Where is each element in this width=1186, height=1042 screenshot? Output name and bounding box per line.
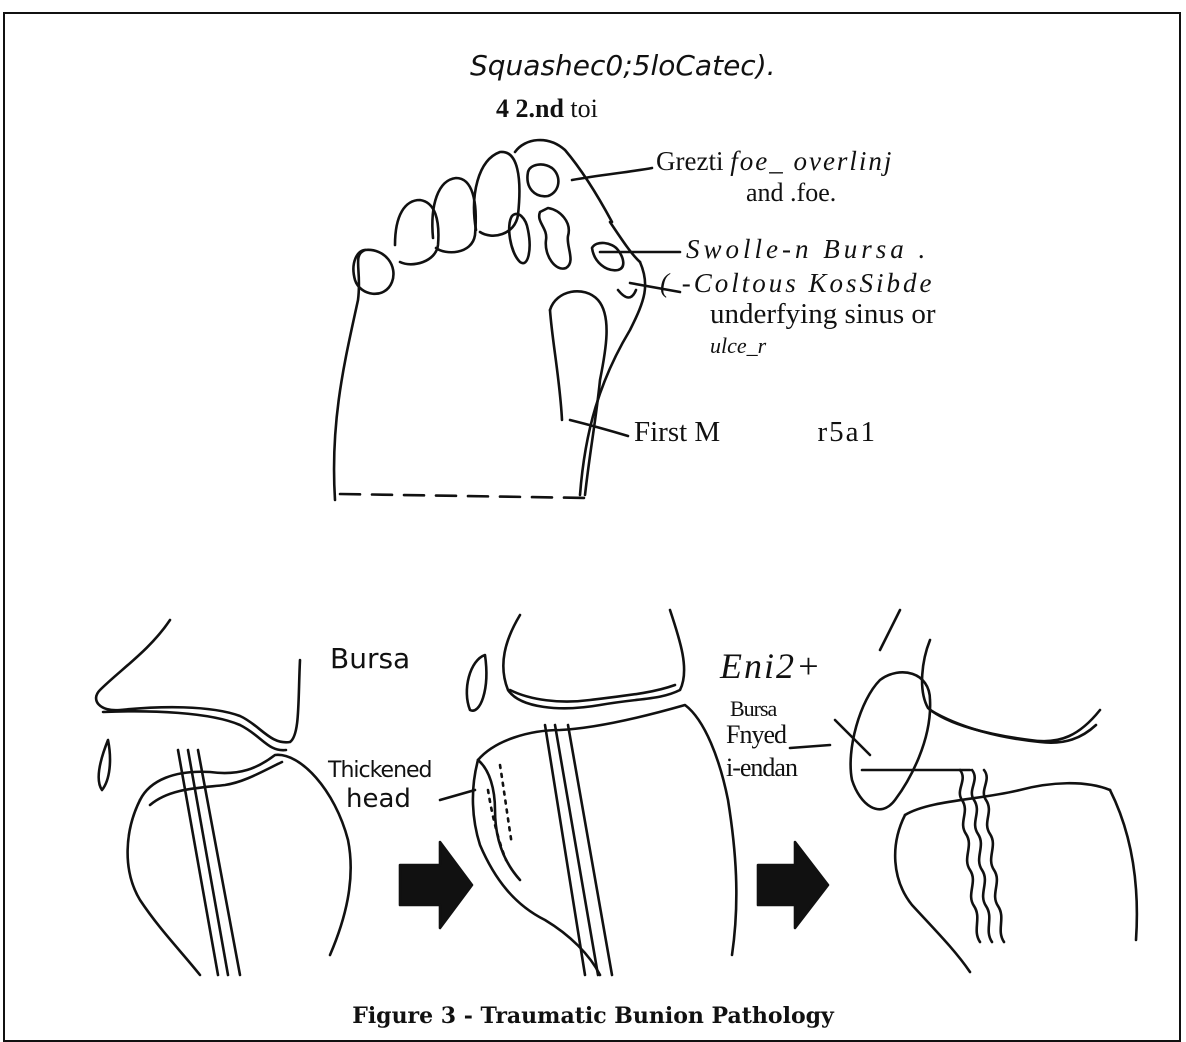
label-callous-line1: ( -Coltous KosSibde <box>660 270 935 297</box>
foot-drawing <box>334 140 680 500</box>
label-first-metatarsal-a: First M <box>634 416 720 448</box>
label-great-toe-line1: Grezti foe_ overlinj <box>656 148 893 175</box>
joint-normal <box>96 620 351 975</box>
label-great-toe-line2: and .foe. <box>746 180 836 206</box>
label-swollen-bursa: Swolle-n Bursa . <box>686 236 929 263</box>
top-title-num: 4 <box>496 94 509 123</box>
label-bursa-inflamed-line2: Fnyed <box>726 722 786 748</box>
label-thickened-line2: head <box>346 786 411 812</box>
top-title-line1: Squashec0;5loCatec). <box>470 52 776 80</box>
label-thickened-line1: Thickened <box>328 760 432 782</box>
joint-enlarged-bursa <box>790 610 1137 972</box>
label-bursa: Bursa <box>330 645 410 673</box>
figure-caption: Figure 3 - Traumatic Bunion Pathology <box>0 1003 1186 1029</box>
label-callous-line3: ulce_r <box>710 335 766 357</box>
top-title-bold: 2.nd <box>516 94 564 123</box>
progression-arrow-2 <box>758 842 828 928</box>
progression-arrow-1 <box>400 842 472 928</box>
label-great-toe-italic: foe_ overlinj <box>730 146 893 176</box>
label-enlarged-heading: Eni2+ <box>720 648 822 684</box>
top-title-line2: 4 2.nd toi <box>496 96 598 122</box>
label-great-toe-text: Grezti <box>656 146 723 176</box>
label-bursa-inflamed-line1: Bursa <box>730 698 776 720</box>
top-title-text: Squashec0;5loCatec). <box>470 49 776 82</box>
label-tendon: i-endan <box>726 755 797 781</box>
top-title-rest: toi <box>570 94 597 123</box>
label-first-metatarsal-b: r5a1 <box>817 416 877 448</box>
label-callous-line2: underfying sinus or <box>710 300 936 329</box>
label-first-metatarsal: First M r5a1 <box>634 418 877 447</box>
joint-thickened <box>440 610 736 975</box>
